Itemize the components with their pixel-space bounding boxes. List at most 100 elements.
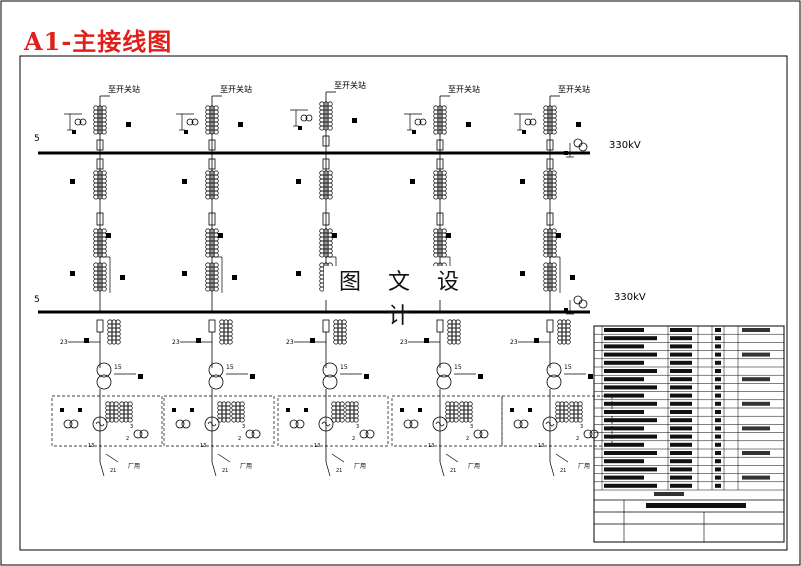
device-marker: [352, 118, 357, 123]
unit-number-label: 21: [110, 468, 116, 474]
device-marker: [564, 151, 568, 155]
table-cell-fill: [742, 475, 770, 480]
potential-transformer: [79, 118, 87, 126]
generator-wave: [207, 421, 217, 427]
device-marker: [126, 122, 131, 127]
feeder-ct-stack: [441, 129, 447, 135]
table-cell-fill: [604, 434, 657, 439]
tie-ct-stack: [205, 252, 211, 258]
device-marker: [296, 271, 301, 276]
table-cell-fill: [715, 377, 721, 382]
generator-ct-stack: [573, 417, 579, 423]
main-transformer-winding: [546, 374, 562, 390]
generator-symbol: [92, 416, 108, 432]
table-cell-fill: [604, 442, 644, 447]
device-marker: [528, 408, 532, 412]
generator-ct-stack: [239, 417, 245, 423]
unit-ct-stack: [561, 339, 567, 345]
feeder-destination-label: 至开关站: [558, 84, 590, 94]
tie-ct-stack: [319, 194, 325, 200]
branch-line: [105, 453, 119, 463]
table-cell-fill: [604, 459, 644, 464]
generator-ct-stack: [123, 417, 129, 423]
bus-lower-voltage: 330kV: [614, 292, 646, 303]
device-marker: [412, 130, 416, 134]
device-marker: [120, 275, 125, 280]
bus-upper-voltage: 330kV: [609, 140, 641, 151]
table-cell-fill: [742, 451, 770, 455]
tie-ct-stack: [547, 286, 553, 292]
excitation-transformer: [519, 419, 529, 429]
table-cell-fill: [604, 483, 657, 488]
tie-ct-stack: [433, 252, 439, 258]
unit-number-label: 3: [470, 424, 473, 430]
feeder-ct-stack: [205, 129, 211, 135]
feeder-ct-stack: [97, 129, 103, 135]
tie-ct-stack: [205, 194, 211, 200]
unit-number-label: 21: [450, 468, 456, 474]
unit-ct-stack: [333, 339, 339, 345]
tie-breaker: [96, 212, 104, 226]
table-cell-fill: [604, 418, 657, 423]
unit-number-label: 23: [286, 339, 294, 346]
table-cell-fill: [715, 459, 721, 464]
unit-number-label: 3: [130, 424, 133, 430]
auxiliary-transformer: [245, 429, 255, 439]
generator-wave: [95, 421, 105, 427]
tie-ct-stack: [543, 286, 549, 292]
generator-ct-stack: [113, 417, 119, 423]
table-cell-fill: [715, 434, 721, 439]
potential-transformer: [529, 118, 537, 126]
device-marker: [182, 179, 187, 184]
unit-number-label: 13: [538, 443, 544, 449]
feeder-destination-label: 至开关站: [448, 84, 480, 94]
generator-ct-stack: [449, 417, 455, 423]
bus-potential-transformer: [578, 299, 588, 309]
device-marker: [304, 408, 308, 412]
generator-ct-stack: [577, 417, 583, 423]
tie-ct-stack: [97, 286, 103, 292]
feeder-ct-stack: [543, 129, 549, 135]
feeder-destination-label: 至开关站: [220, 84, 252, 94]
table-cell-fill: [715, 418, 721, 423]
table-cell-fill: [715, 385, 721, 390]
generator-ct-stack: [569, 417, 575, 423]
unit-ct-stack: [455, 339, 461, 345]
watermark-text: 图 文 设 计: [324, 266, 484, 329]
excitation-transformer: [175, 419, 185, 429]
potential-transformer: [305, 114, 313, 122]
unit-ct-stack: [219, 339, 225, 345]
main-transformer-winding: [208, 374, 224, 390]
potential-transformer: [74, 118, 82, 126]
main-transformer-winding: [322, 374, 338, 390]
generator-ct-stack: [559, 417, 565, 423]
table-cell-fill: [670, 328, 692, 332]
table-cell-fill: [604, 451, 657, 455]
generator-wave: [321, 421, 331, 427]
device-marker: [478, 374, 483, 379]
bus-potential-transformer: [578, 142, 588, 152]
branch-line: [445, 453, 459, 463]
table-cell-fill: [715, 426, 721, 431]
feeder-ct-stack: [323, 125, 329, 131]
device-marker: [446, 233, 451, 238]
table-cell-fill: [715, 410, 721, 414]
excitation-transformer: [295, 419, 305, 429]
tie-ct-stack: [93, 286, 99, 292]
device-marker: [534, 338, 539, 343]
disconnect-switch: [208, 158, 216, 170]
table-cell-fill: [670, 426, 692, 431]
unit-ct-stack: [111, 339, 117, 345]
generator-ct-stack: [127, 417, 133, 423]
unit-number-label: 23: [400, 339, 408, 346]
feeder-ct-stack: [551, 129, 557, 135]
table-cell-fill: [670, 377, 692, 382]
table-cell-fill: [670, 442, 692, 447]
table-cell-fill: [604, 377, 644, 382]
table-cell-fill: [715, 369, 721, 373]
device-marker: [218, 233, 223, 238]
table-cell-fill: [604, 385, 657, 390]
table-cell-fill: [670, 467, 692, 472]
tie-ct-stack: [543, 194, 549, 200]
generator-ct-stack: [555, 417, 561, 423]
